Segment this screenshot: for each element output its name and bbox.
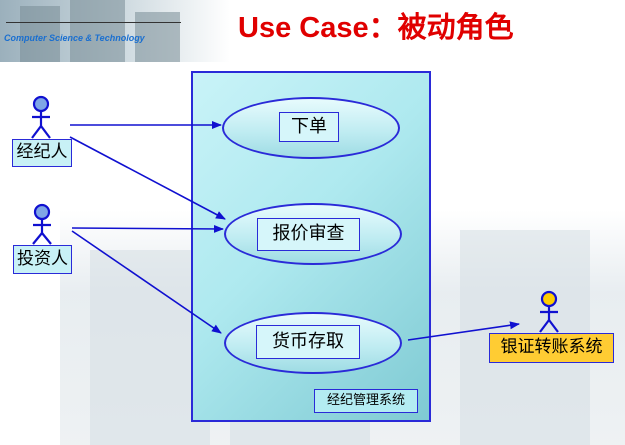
actor-figure-bank-transfer-system	[539, 290, 559, 333]
actor-head	[540, 290, 558, 308]
actor-figure-investor	[32, 203, 52, 245]
association-currency-bank	[407, 321, 520, 341]
header-banner-image	[0, 0, 230, 62]
use-case-label: 货币存取	[256, 325, 360, 359]
association-investor-currency	[71, 230, 222, 334]
actor-head	[32, 95, 50, 113]
actor-label-investor: 投资人	[13, 245, 72, 274]
actor-label-bank-transfer-system: 银证转账系统	[489, 333, 614, 363]
actor-head	[33, 203, 51, 221]
slide-title: Use Case：被动角色	[238, 12, 514, 44]
use-case-label: 报价审查	[257, 218, 360, 251]
system-label: 经纪管理系统	[314, 389, 418, 413]
association-broker-quote	[69, 136, 226, 220]
association-investor-quote	[71, 224, 224, 233]
use-case-label: 下单	[279, 112, 339, 142]
header-caption: Computer Science & Technology	[4, 33, 145, 43]
actor-figure-broker	[31, 95, 51, 139]
actor-label-broker: 经纪人	[12, 139, 72, 167]
header-rule	[6, 22, 181, 23]
